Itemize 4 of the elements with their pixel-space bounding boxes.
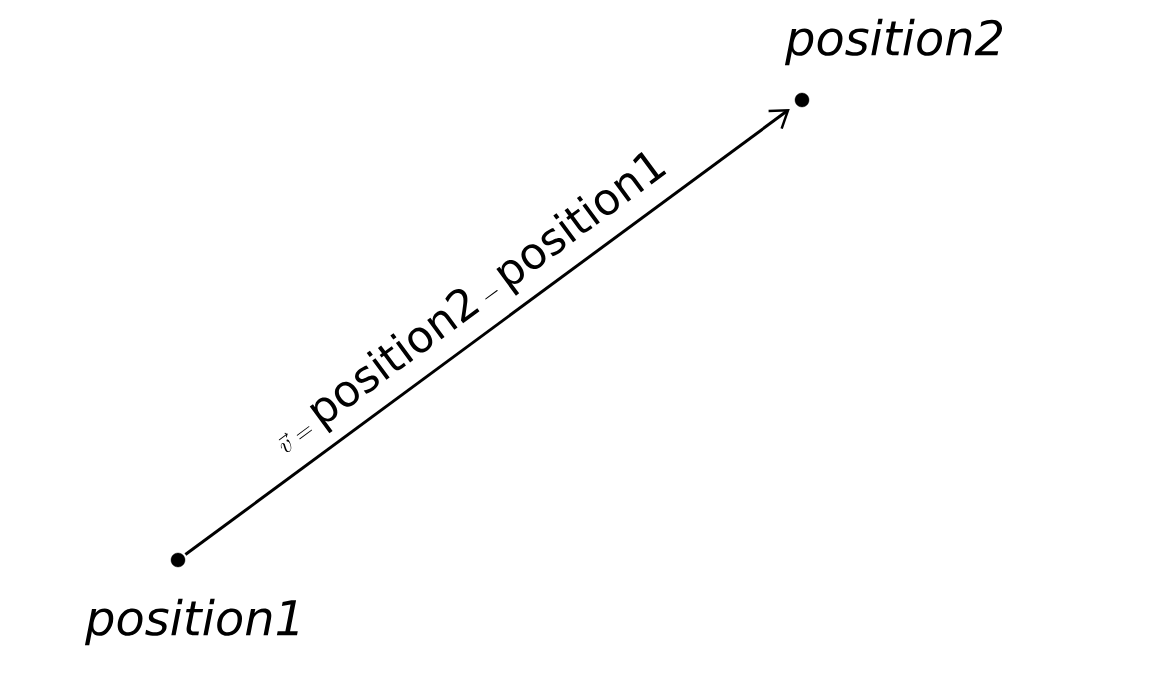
point-label: position2	[784, 18, 1002, 66]
point-label: position1	[84, 598, 298, 646]
point-dot	[794, 92, 810, 108]
point-dot	[170, 552, 186, 568]
